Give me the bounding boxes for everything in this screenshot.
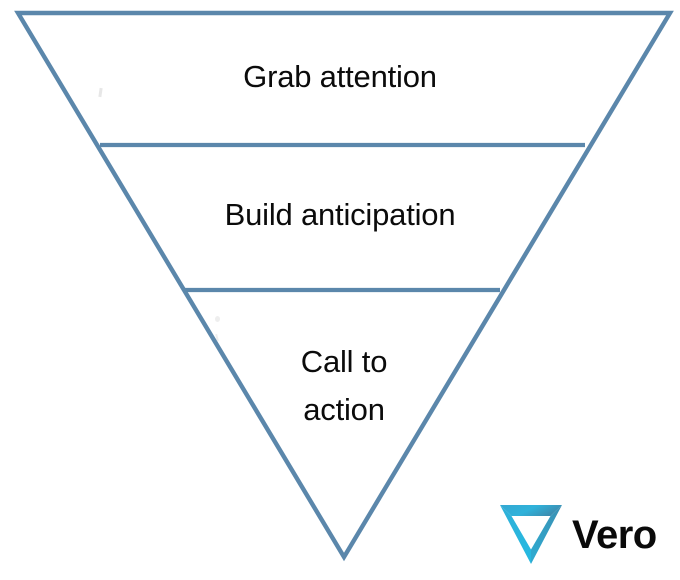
funnel-stage-label-call-to-action-line1: Call to (300, 344, 388, 379)
vero-logo: Vero (499, 499, 671, 569)
funnel-outline (14, 10, 674, 562)
funnel-stage-label-grab-attention: Grab attention (243, 59, 437, 94)
funnel-body-fill (18, 13, 670, 557)
triangle-down-outline-icon (500, 505, 562, 564)
vero-wordmark: Vero (572, 513, 657, 557)
funnel-stage-label-call-to-action-line2: action (303, 392, 385, 428)
funnel-stage-label-call-to-action: Call to action (184, 338, 504, 434)
funnel-stage-label-build-anticipation: Build anticipation (224, 197, 456, 232)
